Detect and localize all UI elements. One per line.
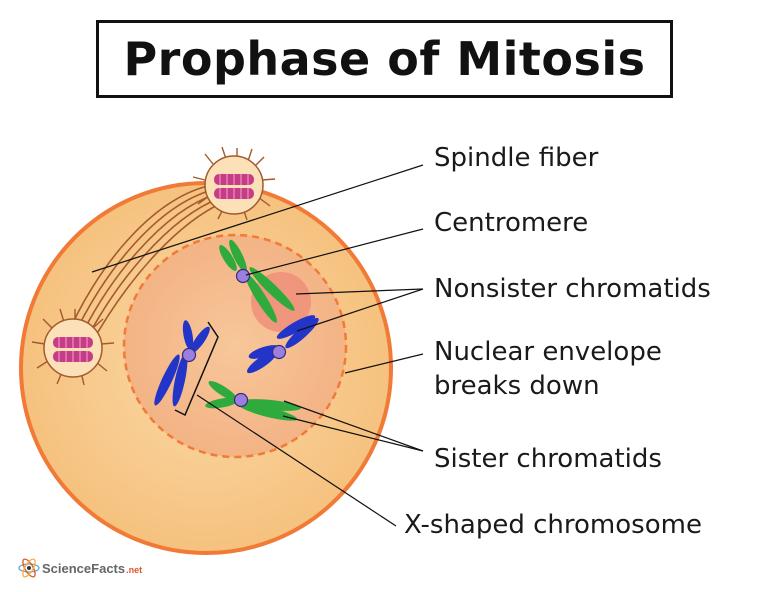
- label-spindle-fiber: Spindle fiber: [434, 143, 599, 173]
- page-title: Prophase of Mitosis: [123, 32, 646, 86]
- atom-icon: [18, 558, 40, 578]
- brand-name: ScienceFacts: [42, 560, 126, 576]
- chromosome-bracket: [174, 321, 219, 417]
- leader-lines: [91, 164, 424, 527]
- title-box: Prophase of Mitosis: [96, 20, 673, 98]
- chromosome-blue-left: [154, 320, 210, 407]
- brand-logo: ScienceFacts .net: [42, 556, 142, 580]
- chromosome-blue-right: [246, 315, 319, 374]
- label-centromere: Centromere: [434, 208, 589, 238]
- label-nuclear-envelope-line2: breaks down: [434, 371, 600, 401]
- brand-tld: .net: [126, 565, 143, 575]
- label-nonsister-chromatids: Nonsister chromatids: [434, 274, 711, 304]
- label-x-shaped-chromosome: X-shaped chromosome: [404, 510, 702, 540]
- centrosome-top: [192, 146, 276, 221]
- chromosome-green-upper: [219, 239, 295, 323]
- centrosome-bottom: [31, 308, 115, 386]
- label-sister-chromatids: Sister chromatids: [434, 444, 662, 474]
- label-nuclear-envelope-line1: Nuclear envelope: [434, 337, 662, 367]
